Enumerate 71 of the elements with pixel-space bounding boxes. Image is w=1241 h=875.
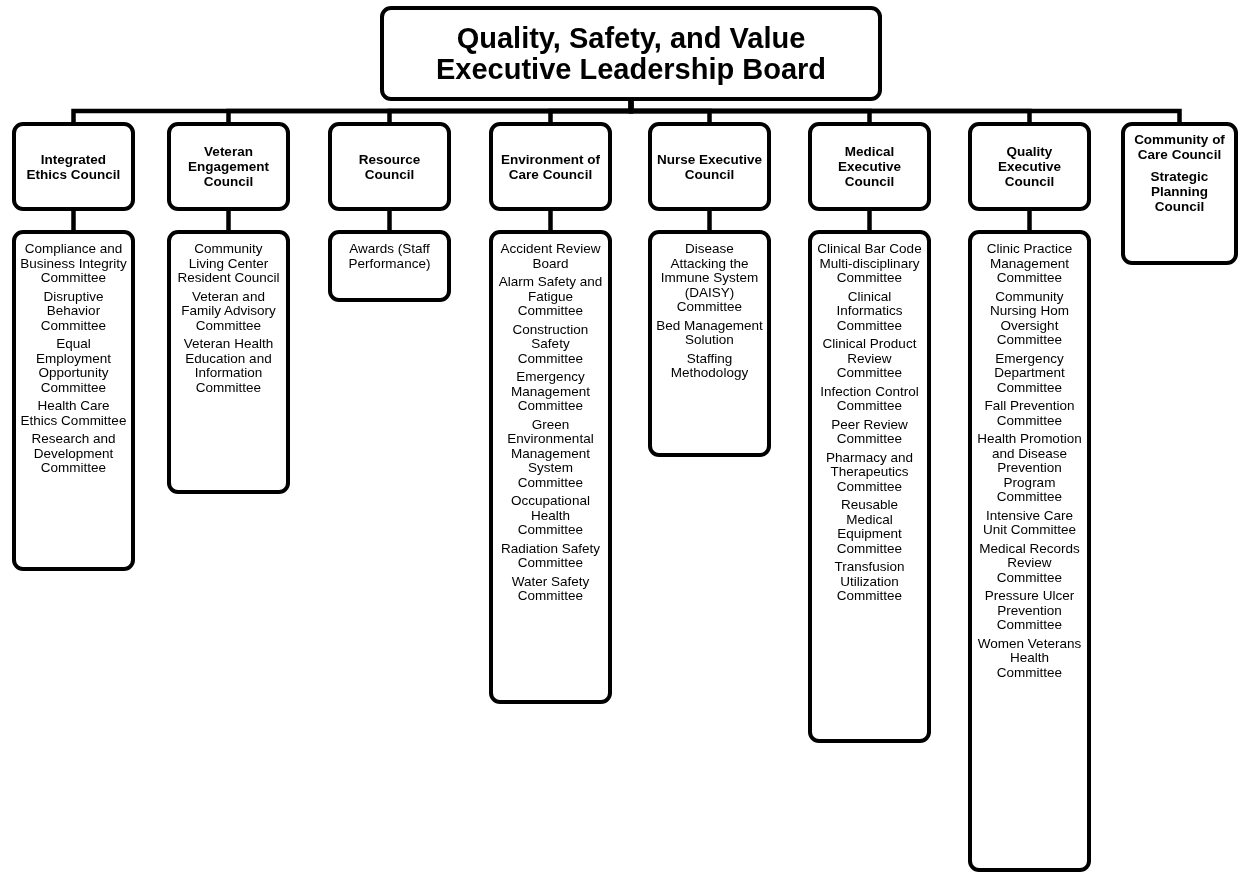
council-box	[489, 122, 612, 211]
committee-name: Research and Development Committee	[30, 432, 117, 476]
board-box	[380, 6, 882, 101]
committee-name: Infection Control Committee	[819, 384, 920, 414]
committee-name: Compliance and Business Integrity Committee	[20, 242, 127, 286]
committee-name: Clinical Bar Code Multi-disciplinary Committee	[816, 242, 923, 286]
connector-line	[71, 211, 76, 230]
committee-name: Awards (Staff Performance)	[347, 242, 432, 271]
committee-name: Occupational Health Committee	[510, 494, 591, 538]
council-name: Quality Executive Council	[996, 144, 1062, 189]
council-box	[648, 122, 771, 211]
committee-list-box	[167, 230, 290, 494]
committee-name: Community Nursing Hom Oversight Committee	[989, 289, 1070, 348]
council-name: Resource Council	[357, 151, 422, 182]
committee-name: Pressure Ulcer Prevention Committee	[983, 589, 1076, 633]
council-box	[1121, 122, 1238, 265]
connector-line	[1027, 211, 1032, 230]
committee-list-box	[12, 230, 135, 571]
committee-name: Clinical Informatics Committee	[835, 289, 904, 333]
council-name: Community of Care Council	[1133, 132, 1226, 162]
committee-list-box	[489, 230, 612, 704]
council-box	[12, 122, 135, 211]
connector-line	[707, 211, 712, 230]
committee-name: Reusable Medical Equipment Committee	[835, 498, 904, 556]
committee-name: Radiation Safety Committee	[499, 541, 602, 571]
council-box	[968, 122, 1091, 211]
connector-line	[628, 101, 1182, 122]
committee-name: Peer Review Committee	[830, 417, 909, 447]
council-name: Medical Executive Council	[836, 144, 902, 189]
council-name: Veteran Engagement Council	[187, 144, 270, 189]
committee-name: Veteran Health Education and Information Committee	[182, 337, 275, 395]
connector-line	[387, 211, 392, 230]
committee-name: Bed Management Solution	[656, 318, 763, 348]
council-box	[328, 122, 451, 211]
council-name: Nurse Executive Council	[656, 151, 763, 182]
council-name: Integrated Ethics Council	[25, 151, 122, 182]
connector-line	[867, 211, 872, 230]
committee-list-box	[968, 230, 1091, 872]
committee-name: Disruptive Behavior Committee	[39, 289, 108, 333]
committee-name: Community Living Center Resident Council	[176, 242, 281, 286]
committee-name: Construction Safety Committee	[511, 322, 590, 366]
committee-name: Health Promotion and Disease Prevention Program Committee	[976, 432, 1083, 505]
council-name: Strategic Planning Council	[1149, 169, 1210, 214]
committee-name: Water Safety Committee	[510, 574, 591, 604]
committee-name: Equal Employment Opportunity Committee	[35, 337, 112, 395]
committee-list-box	[808, 230, 931, 743]
committee-name: Medical Records Review Committee	[978, 541, 1081, 585]
committee-name: Disease Attacking the Immune System (DAISY) Committee	[659, 242, 760, 315]
committee-name: Veteran and Family Advisory Committee	[180, 289, 277, 333]
committee-name: Intensive Care Unit Committee	[982, 508, 1077, 538]
committee-name: Emergency Department Committee	[993, 351, 1066, 395]
committee-name: Women Veterans Health Committee	[976, 636, 1083, 680]
committee-name: Health Care Ethics Committee	[20, 399, 127, 428]
committee-name: Transfusion Utilization Committee	[833, 560, 906, 604]
council-box	[808, 122, 931, 211]
committee-name: Clinical Product Review Committee	[821, 337, 918, 381]
council-box	[167, 122, 290, 211]
committee-name: Staffing Methodology	[669, 351, 750, 381]
committee-list-box	[328, 230, 451, 302]
committee-name: Alarm Safety and Fatigue Committee	[497, 275, 604, 319]
connector-line	[548, 211, 553, 230]
committee-name: Clinic Practice Management Committee	[985, 242, 1074, 286]
committee-name: Emergency Management Committee	[510, 370, 591, 414]
committee-list-box	[648, 230, 771, 457]
connector-line	[226, 211, 231, 230]
board-title: Quality, Safety, and Value Executive Leadership Board	[435, 22, 827, 85]
committee-name: Accident Review Board	[499, 242, 602, 271]
committee-name: Pharmacy and Therapeutics Committee	[824, 450, 914, 494]
committee-name: Fall Prevention Committee	[983, 399, 1076, 428]
council-name: Environment of Care Council	[500, 151, 601, 182]
committee-name: Green Environmental Management System Committee	[506, 417, 595, 490]
